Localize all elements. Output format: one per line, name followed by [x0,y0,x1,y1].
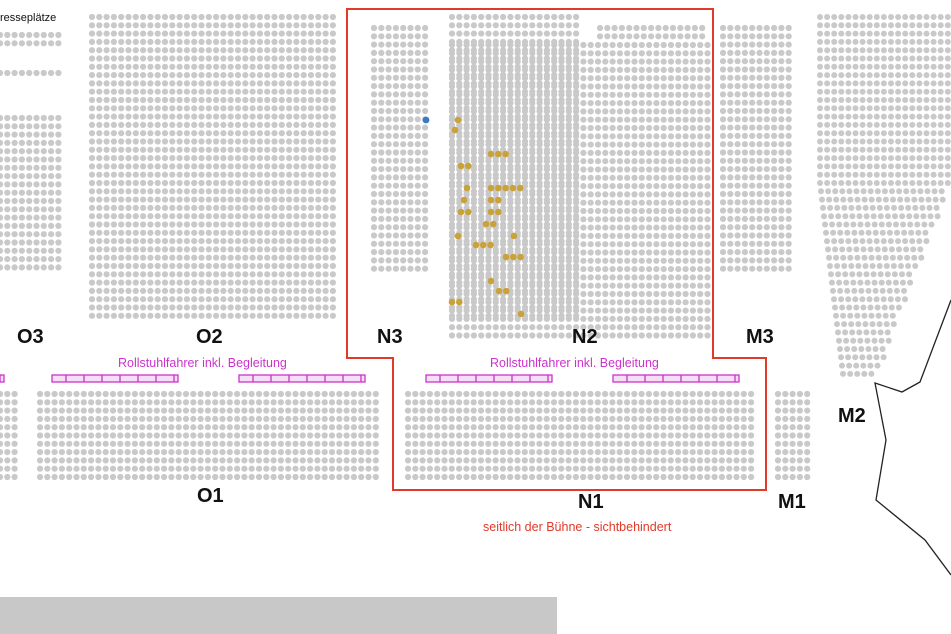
block-n2-label: N2 [572,326,598,348]
block-o3-label: O3 [17,326,44,348]
selected-area-outline [346,8,767,491]
selected-seat[interactable] [422,116,430,124]
wheelchair-note-left: Rollstuhlfahrer inkl. Begleitung [118,356,287,370]
block-n3-label: N3 [377,326,403,348]
block-o1-label: O1 [197,485,224,507]
wheelchair-spaces[interactable] [0,374,740,383]
block-o2-label: O2 [196,326,223,348]
block-m2-label: M2 [838,405,866,427]
stage [0,597,557,634]
stage-outline [874,299,951,576]
press-seats-label: resseplätze [0,12,57,24]
block-n1-label: N1 [578,491,604,513]
block-m1-label: M1 [778,491,806,513]
wheelchair-note-right: Rollstuhlfahrer inkl. Begleitung [490,356,659,370]
block-m3-label: M3 [746,326,774,348]
obstructed-view-note: seitlich der Bühne - sichtbehindert [483,520,672,534]
available-seats[interactable] [448,116,525,318]
